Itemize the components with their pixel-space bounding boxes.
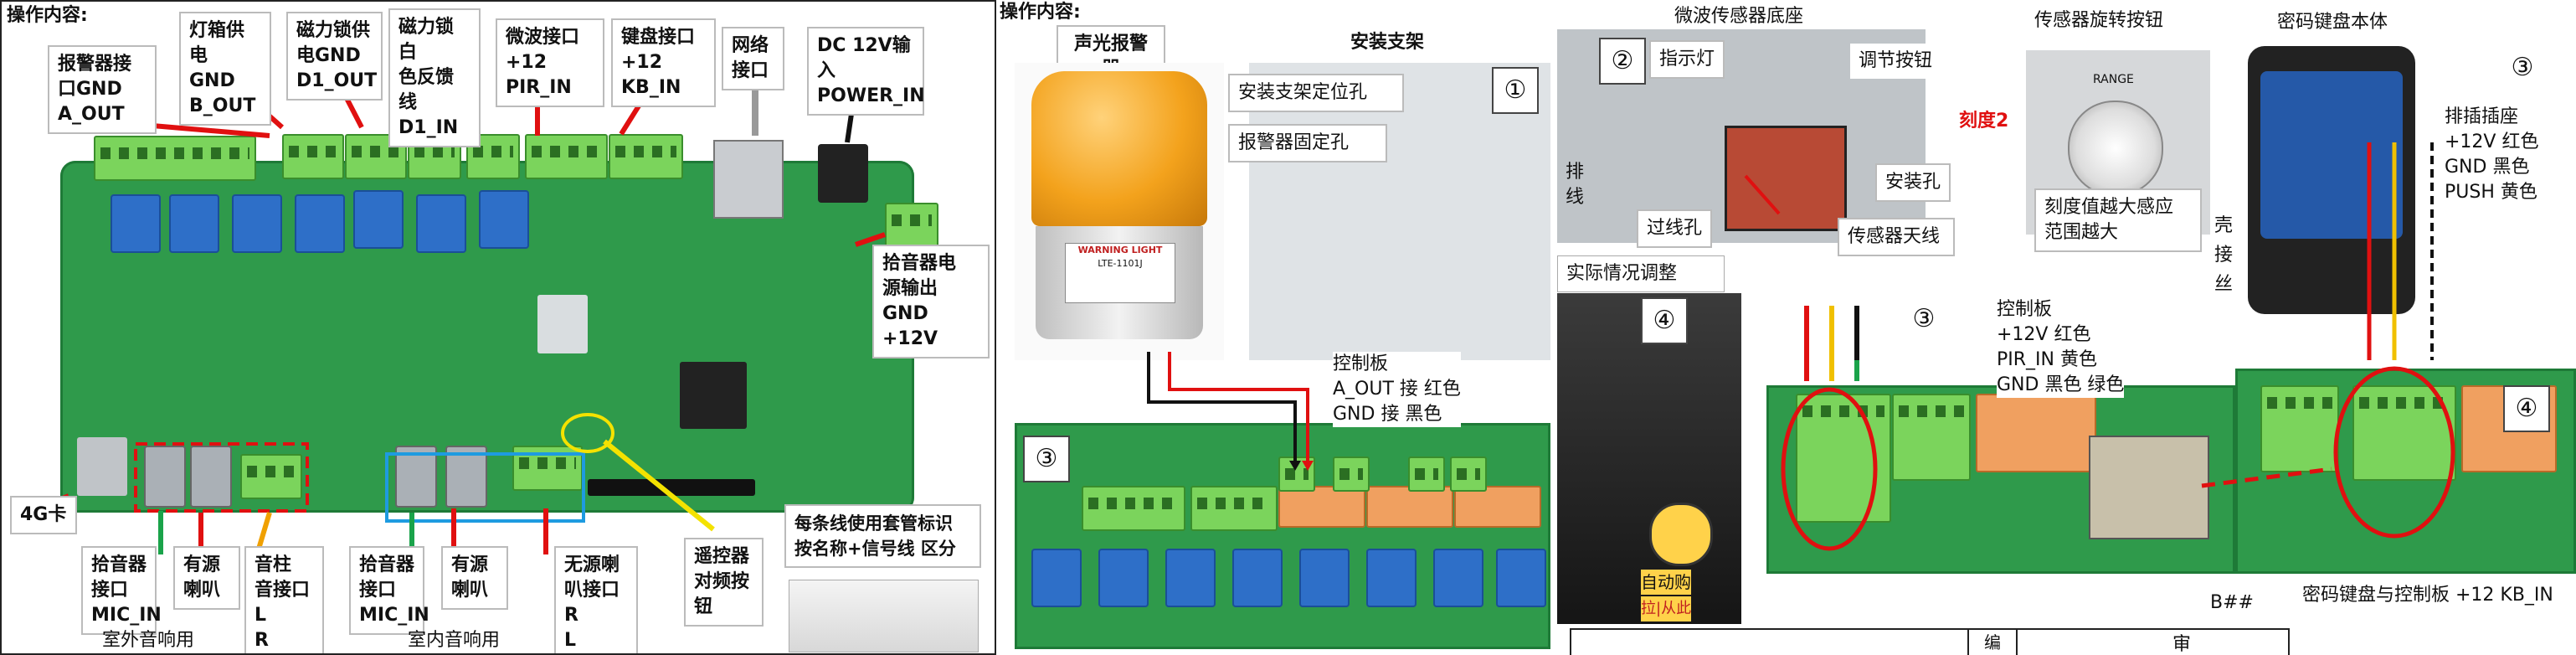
jack-speaker-outdoor bbox=[190, 446, 232, 508]
label-wire-row: 排线 bbox=[1566, 162, 1585, 208]
label-maglock-power: 磁力锁供 电GND D1_OUT bbox=[286, 12, 383, 101]
step-4-badge-site: ④ bbox=[1641, 297, 1688, 344]
label-passive-speaker: 无源喇 叭接口R L bbox=[554, 546, 638, 653]
keypad-pcb bbox=[2260, 71, 2403, 239]
label-antenna: 传感器天线 bbox=[1838, 218, 1955, 256]
step-3-badge-alarm: ③ bbox=[1023, 436, 1070, 482]
label-remote-pair: 遥控器 对频按 钮 bbox=[684, 538, 764, 627]
side-text-2: 接 bbox=[2214, 245, 2234, 266]
wire-overlay-alarm bbox=[1147, 352, 1314, 471]
connector-note: 排插插座 +12V 红色 GND 黑色 PUSH 黄色 bbox=[2445, 105, 2539, 205]
step-2-badge: ② bbox=[1599, 38, 1646, 85]
step-3-badge-pir: ③ bbox=[1900, 297, 1947, 344]
range-label: RANGE bbox=[2093, 73, 2134, 86]
label-alarm-hole: 报警器固定孔 bbox=[1228, 124, 1387, 162]
label-mount-hole: 安装孔 bbox=[1875, 163, 1951, 202]
label-adjust-site: 实际情况调整 bbox=[1557, 255, 1725, 292]
bracket-header: 安装支架 bbox=[1333, 25, 1442, 60]
dc-jack bbox=[818, 144, 868, 203]
jack-mic-indoor bbox=[395, 446, 437, 508]
caption-indoor: 室内音响用 bbox=[408, 630, 501, 651]
label-pickup-outdoor: 拾音器 接口 MIC_IN bbox=[81, 546, 162, 635]
control-note-pir: 控制板 +12V 红色 PIR_IN 黄色 GND 黑色 绿色 bbox=[1997, 297, 2125, 398]
module-chip bbox=[537, 295, 588, 353]
range-note: 刻度值越大感应 范围越大 bbox=[2034, 188, 2202, 252]
table-header-2: 审 bbox=[2172, 634, 2192, 655]
label-adjust-button: 调节按钮 bbox=[1850, 44, 1942, 79]
label-bracket-hole: 安装支架定位孔 bbox=[1228, 74, 1404, 112]
sensor-antenna-pad bbox=[1725, 126, 1847, 231]
label-via-hole: 过线孔 bbox=[1637, 209, 1712, 248]
site-photo bbox=[1557, 293, 1741, 624]
label-maglock-feedback: 磁力锁白 色反馈线 D1_IN bbox=[388, 8, 481, 147]
label-alarm-interface: 报警器接 口GND A_OUT bbox=[48, 45, 157, 134]
b-marker: B## bbox=[2210, 592, 2254, 613]
label-speaker-indoor: 有源 喇叭 bbox=[441, 546, 508, 610]
jack-mic-outdoor bbox=[144, 446, 186, 508]
rj45-jack-pir bbox=[2089, 436, 2209, 539]
service-bubble-icon bbox=[1649, 503, 1713, 566]
pin-header bbox=[588, 479, 755, 496]
beacon-model: LTE-1101J bbox=[1098, 258, 1143, 269]
cable-sleeve-photo bbox=[789, 580, 979, 652]
wire-overlay-pir bbox=[1744, 142, 2455, 551]
beacon-label: WARNING LIGHT bbox=[1077, 245, 1163, 255]
label-wiring-note: 每条线使用套管标识 按名称+信号线 区分 bbox=[784, 504, 981, 568]
footer-table bbox=[1570, 628, 2290, 655]
knob-title: 传感器旋转按钮 bbox=[2034, 10, 2164, 31]
ethernet-port bbox=[713, 140, 784, 219]
label-pickup-power: 拾音器电 源输出 GND +12V bbox=[872, 245, 990, 358]
sensor-base-title: 微波传感器底座 bbox=[1674, 6, 1804, 27]
keypad-to-board-caption: 密码键盘与控制板 +12 KB_IN bbox=[2294, 578, 2562, 613]
label-speaker-outdoor: 有源 喇叭 bbox=[173, 546, 240, 610]
label-dc-input: DC 12V输入 POWER_IN bbox=[807, 27, 925, 116]
label-scale: 刻度2 bbox=[1959, 111, 2009, 132]
step-3-badge-keypad: ③ bbox=[2499, 46, 2546, 93]
bubble-sub: 拉|从此 bbox=[1641, 596, 1692, 621]
side-text-3: 丝 bbox=[2214, 274, 2234, 295]
pickup-power-terminal bbox=[885, 203, 938, 248]
label-lightbox-power: 灯箱供电 GND B_OUT bbox=[179, 12, 271, 126]
label-indicator: 指示灯 bbox=[1649, 40, 1725, 79]
column-speaker-terminal bbox=[240, 454, 302, 499]
sensor-keypad-panel: 微波传感器底座 ② 指示灯 调节按钮 刻度2 排线 安装孔 过线孔 传感器天线 … bbox=[1557, 0, 2576, 655]
table-header-1: 编 bbox=[1967, 628, 2018, 655]
knob-icon bbox=[2068, 101, 2163, 196]
bubble-text: 自动购 bbox=[1641, 570, 1691, 595]
step-4-badge-keypad: ④ bbox=[2503, 385, 2550, 432]
section-title-2: 操作内容: bbox=[1000, 2, 1081, 23]
label-network-interface: 网络 接口 bbox=[722, 27, 784, 90]
label-pickup-indoor: 拾音器 接口 MIC_IN bbox=[349, 546, 429, 635]
label-column-speaker: 音柱 音接口L R bbox=[244, 546, 324, 653]
label-microwave-interface: 微波接口 +12 PIR_IN bbox=[496, 18, 604, 107]
alarm-install-panel: 操作内容: 声光报警器 安装支架 WARNING LIGHT LTE-1101J… bbox=[998, 0, 1557, 655]
label-keypad-interface: 键盘接口 +12 KB_IN bbox=[611, 18, 716, 107]
jack-speaker-indoor bbox=[445, 446, 487, 508]
keypad-title: 密码键盘本体 bbox=[2277, 12, 2388, 33]
caption-outdoor: 室外音响用 bbox=[102, 630, 195, 651]
label-sim-card: 4G卡 bbox=[10, 496, 77, 534]
side-text-1: 壳 bbox=[2214, 215, 2234, 236]
sim-slot bbox=[77, 437, 127, 496]
mcu-chip bbox=[680, 362, 747, 429]
control-note-alarm: 控制板 A_OUT 接 红色 GND 接 黑色 bbox=[1333, 352, 1461, 427]
beacon-photo: WARNING LIGHT LTE-1101J bbox=[1015, 63, 1224, 360]
section-title: 操作内容: bbox=[7, 5, 88, 26]
wiring-board-panel: 操作内容: bbox=[0, 0, 996, 655]
step-1-badge: ① bbox=[1492, 67, 1539, 114]
